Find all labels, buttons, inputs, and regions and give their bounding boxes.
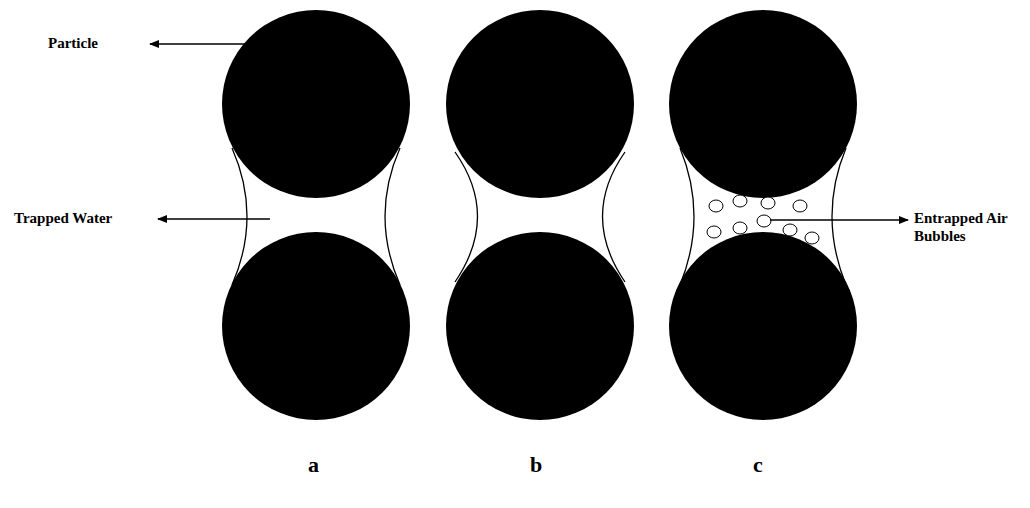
- part-label: Entrapped Air Bubbles: [914, 209, 1024, 245]
- panel-letter: c: [753, 452, 763, 478]
- panel-letter: b: [530, 452, 542, 478]
- particle: [222, 10, 857, 420]
- leader-arrow: [150, 44, 908, 220]
- part-label: Trapped Water: [14, 209, 112, 227]
- part-label: Particle: [48, 34, 98, 52]
- panel-letter: a: [308, 452, 319, 478]
